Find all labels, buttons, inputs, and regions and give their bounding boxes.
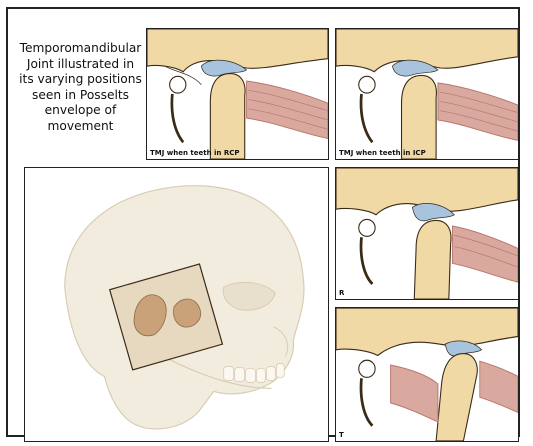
temporal-bone <box>336 308 518 357</box>
tmj-rcp-illustration <box>147 29 328 159</box>
panel-r: R <box>335 167 519 300</box>
articular-disc <box>200 59 248 77</box>
tmj-r-illustration <box>336 168 518 299</box>
pterygoid-muscle <box>437 82 518 141</box>
styloid-process <box>170 93 185 144</box>
pterygoid-muscle <box>246 80 328 140</box>
skull-illustration <box>64 185 305 430</box>
fossa-photo <box>173 298 202 328</box>
panel-skull <box>24 167 329 442</box>
figure-title: Temporomandibular Joint illustrated in i… <box>19 41 142 133</box>
nasal-area <box>273 326 289 357</box>
condyle-photo <box>133 294 167 337</box>
tmj-inset-box <box>108 263 224 371</box>
caption-t: T <box>339 431 344 439</box>
teeth-row <box>223 363 285 383</box>
styloid-process <box>359 237 374 286</box>
tmj-t-illustration <box>336 308 518 441</box>
articular-disc <box>392 59 439 77</box>
styloid-process <box>359 378 374 427</box>
styloid-process <box>359 93 374 144</box>
ear-canal <box>169 75 187 94</box>
orbit <box>222 281 276 311</box>
ear-canal <box>358 218 376 237</box>
caption-r: R <box>339 289 345 297</box>
ear-canal <box>358 359 376 378</box>
temporal-bone <box>336 168 518 216</box>
pterygoid-muscle <box>479 360 518 414</box>
panel-icp: TMJ when teeth in ICP <box>335 28 519 160</box>
tmj-icp-illustration <box>336 29 518 159</box>
caption-rcp: TMJ when teeth in RCP <box>150 149 240 157</box>
mandibular-condyle <box>435 353 478 441</box>
panel-rcp: TMJ when teeth in RCP <box>146 28 329 160</box>
mandibular-condyle <box>400 74 437 159</box>
articular-disc <box>412 203 455 222</box>
pterygoid-muscle <box>452 225 518 283</box>
ear-canal <box>358 75 376 94</box>
caption-icp: TMJ when teeth in ICP <box>339 149 426 157</box>
mandibular-condyle <box>209 73 246 159</box>
muscle-fibers <box>390 364 439 423</box>
panel-t: T <box>335 307 519 442</box>
mandibular-condyle <box>413 219 452 299</box>
articular-disc <box>444 340 483 357</box>
figure-frame: Temporomandibular Joint illustrated in i… <box>6 7 520 442</box>
